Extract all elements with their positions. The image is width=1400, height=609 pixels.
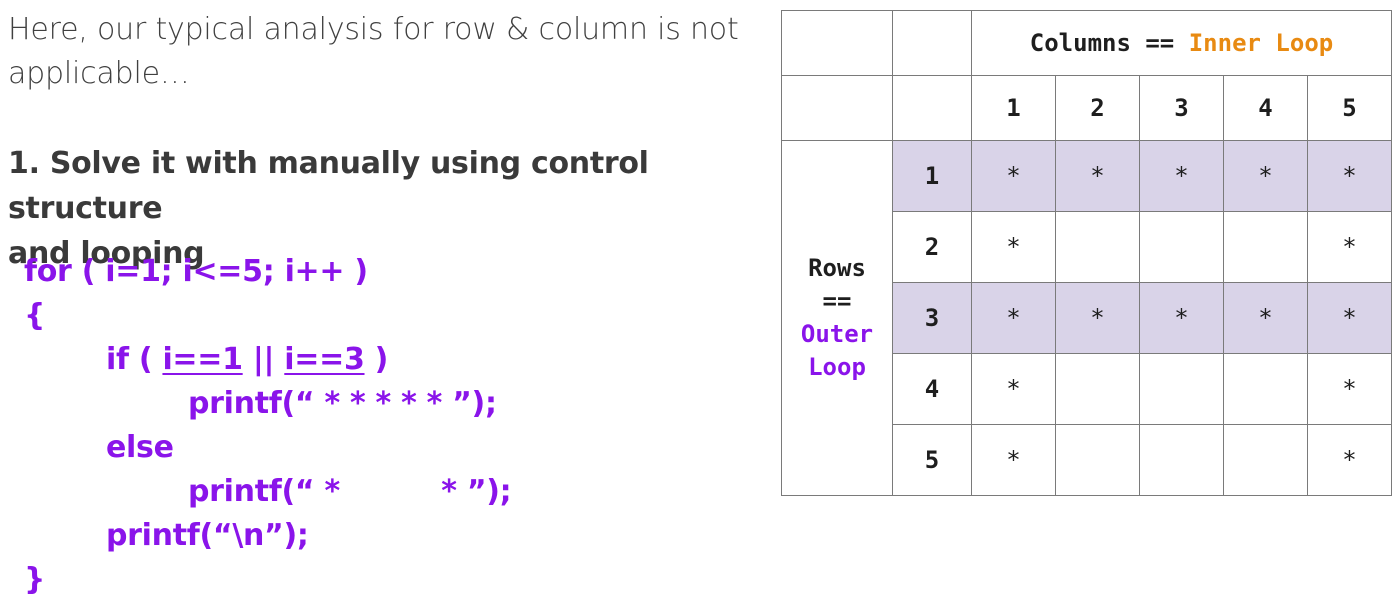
pattern-cell: * <box>971 211 1056 283</box>
table-row: 3 * * * * * <box>782 282 1392 354</box>
pattern-cell <box>1055 424 1140 496</box>
column-number: 3 <box>1139 75 1224 141</box>
code-open-brace: { <box>24 298 46 333</box>
header-row-numbers: 1 2 3 4 5 <box>781 75 1392 141</box>
row-number: 2 <box>892 211 972 283</box>
pattern-cell: * <box>1139 140 1224 212</box>
pattern-cell: * <box>1307 282 1392 354</box>
table-row: Rows == Outer Loop 1 * * * * * <box>781 140 1392 496</box>
pattern-cell: * <box>1139 282 1224 354</box>
code-close-brace: } <box>24 562 46 597</box>
pattern-cell <box>1139 424 1224 496</box>
pattern-cell: * <box>971 140 1056 212</box>
header-row-title: Columns == Inner Loop <box>781 10 1392 76</box>
pattern-cell: * <box>1055 282 1140 354</box>
pattern-cell <box>1139 211 1224 283</box>
row-number: 3 <box>892 282 972 354</box>
rows-label-line-2: == <box>822 287 852 315</box>
code-for-line: for ( i=1; i<=5; i++ ) <box>24 254 368 289</box>
code-if-prefix: if ( <box>106 342 163 377</box>
heading-line-1: 1. Solve it with manually using control … <box>8 146 649 226</box>
columns-header: Columns == Inner Loop <box>971 10 1392 76</box>
columns-label: Columns == <box>1029 29 1189 57</box>
pattern-cell <box>1223 353 1308 425</box>
column-number: 4 <box>1223 75 1308 141</box>
code-or-operator: || <box>242 342 285 377</box>
code-condition-1: i==1 <box>162 342 243 377</box>
pattern-cell: * <box>1055 140 1140 212</box>
row-number: 5 <box>892 424 972 496</box>
empty-corner-cell <box>781 10 893 76</box>
rows-label-line-1: Rows <box>808 254 866 282</box>
code-condition-2: i==3 <box>284 342 365 377</box>
row-number: 4 <box>892 353 972 425</box>
intro-paragraph: Here, our typical analysis for row & col… <box>8 8 768 96</box>
heading-line-2: and looping <box>8 236 205 271</box>
pattern-cell: * <box>1307 211 1392 283</box>
pattern-cell: * <box>1223 282 1308 354</box>
intro-line-1: Here, our typical analysis for row & col… <box>8 12 739 47</box>
code-printf-full-row: printf(“ * * * * * ”); <box>188 386 497 421</box>
pattern-cell <box>1223 211 1308 283</box>
pattern-cell <box>1139 353 1224 425</box>
column-number: 2 <box>1055 75 1140 141</box>
pattern-cell: * <box>971 353 1056 425</box>
pattern-cell <box>1055 211 1140 283</box>
pattern-table: Columns == Inner Loop 1 2 3 4 5 Rows == … <box>781 10 1392 496</box>
pattern-cell <box>1223 424 1308 496</box>
pattern-cell: * <box>971 424 1056 496</box>
pattern-cell <box>1055 353 1140 425</box>
row-number: 1 <box>892 140 972 212</box>
code-else: else <box>106 430 174 465</box>
column-number: 1 <box>971 75 1056 141</box>
section-heading: 1. Solve it with manually using control … <box>8 141 768 276</box>
intro-line-2: applicable… <box>8 56 190 91</box>
pattern-cell: * <box>1307 140 1392 212</box>
table-row: 4 * * <box>782 353 1392 425</box>
pattern-cell: * <box>1307 424 1392 496</box>
code-if-suffix: ) <box>364 342 389 377</box>
empty-corner-cell <box>892 10 972 76</box>
table-row: 2 * * <box>782 211 1392 283</box>
inner-loop-label: Inner Loop <box>1188 29 1334 57</box>
empty-corner-cell <box>781 75 893 141</box>
pattern-cell: * <box>1307 353 1392 425</box>
column-number: 5 <box>1307 75 1392 141</box>
empty-corner-cell <box>892 75 972 141</box>
rows-label: Rows == Outer Loop <box>781 140 893 496</box>
table-row: 5 * * <box>782 424 1392 496</box>
code-printf-sides: printf(“ * * ”); <box>188 474 512 509</box>
rows-label-line-3: Outer <box>800 320 874 348</box>
code-printf-newline: printf(“\n”); <box>106 518 309 553</box>
pattern-cell: * <box>1223 140 1308 212</box>
pattern-cell: * <box>971 282 1056 354</box>
code-if-line: if ( i==1 || i==3 ) <box>106 338 388 382</box>
rows-label-line-4: Loop <box>808 353 866 381</box>
